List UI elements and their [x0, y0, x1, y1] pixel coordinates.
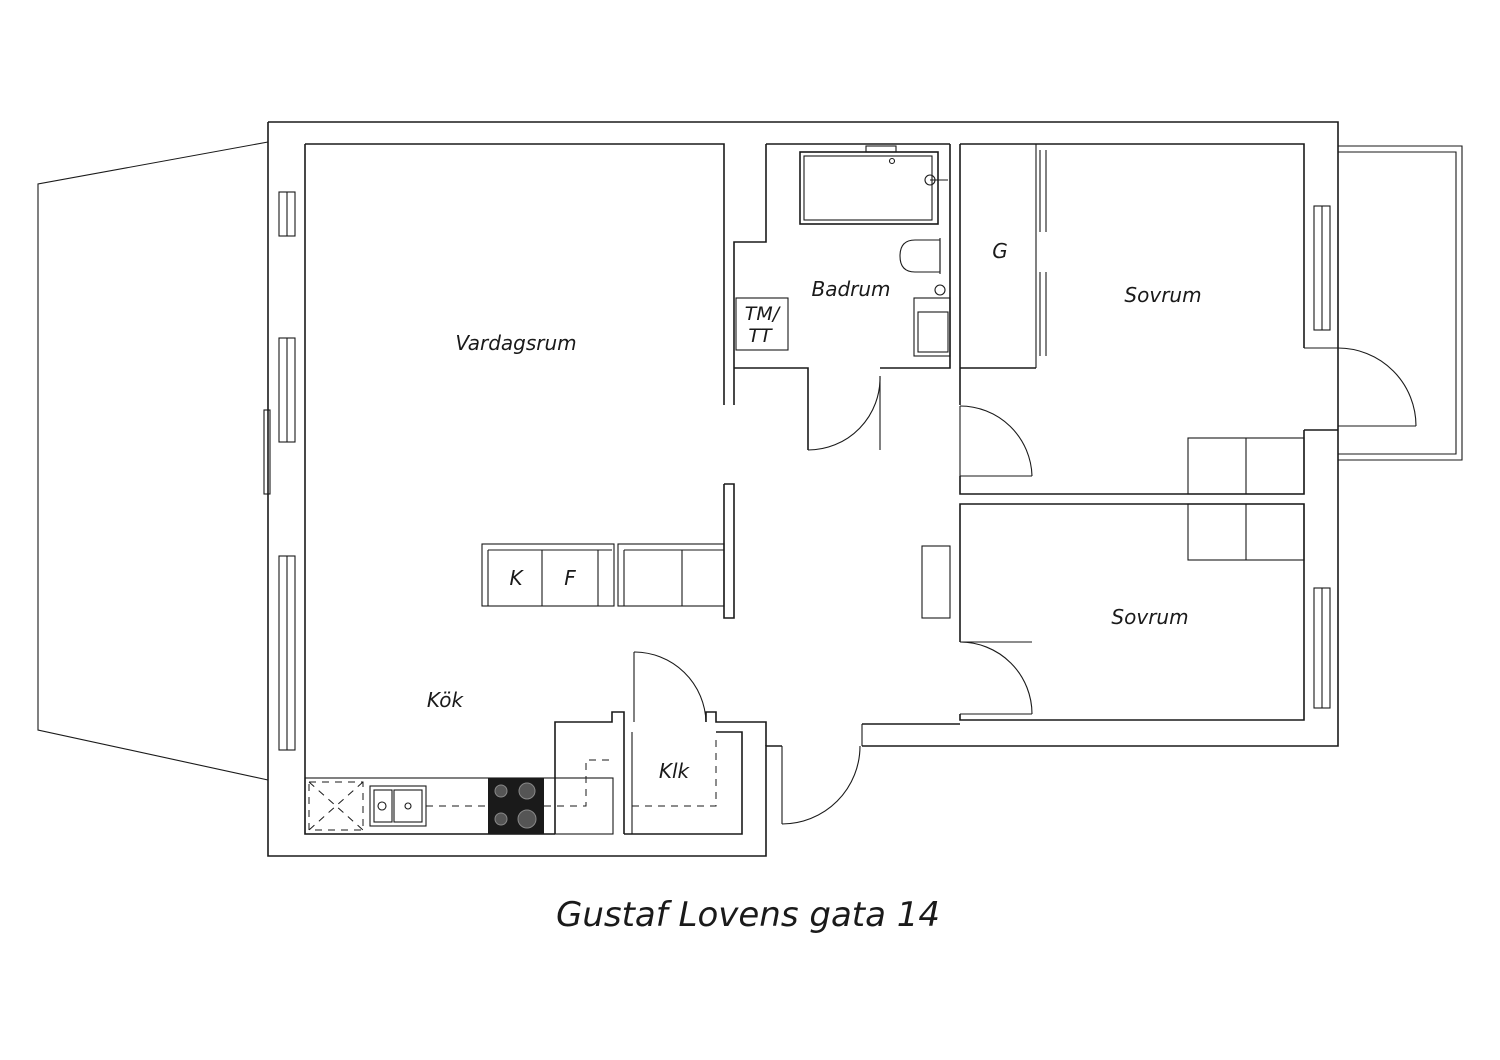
label-fridge: K	[509, 566, 524, 590]
bedroom2-door	[959, 641, 1033, 715]
room-label-bedroom2: Sovrum	[1111, 605, 1188, 629]
label-laundry-line1: TM/	[745, 303, 782, 325]
room-label-bedroom1: Sovrum	[1124, 283, 1201, 307]
room-label-wardrobe: G	[992, 239, 1008, 263]
balcony-door	[1304, 347, 1417, 427]
label-laundry-line2: TT	[748, 325, 773, 347]
bedroom1-door	[959, 405, 1033, 477]
exterior-walls	[267, 121, 1339, 857]
bedroom2-walls	[921, 503, 1305, 721]
bedroom1-walls	[959, 143, 1338, 495]
balcony-left	[37, 141, 269, 781]
room-label-bath: Badrum	[811, 277, 890, 301]
label-freezer: F	[564, 566, 576, 590]
bathroom-walls	[733, 143, 951, 450]
stove	[488, 778, 544, 834]
entrance-door	[781, 723, 960, 825]
windows-left	[263, 191, 296, 751]
room-label-kitchen: Kök	[427, 688, 465, 712]
closet	[624, 651, 767, 835]
address-caption: Gustaf Lovens gata 14	[556, 895, 940, 935]
windows-right	[1313, 205, 1331, 709]
balcony-right	[1338, 145, 1463, 461]
room-label-living: Vardagsrum	[455, 331, 576, 355]
bathroom-door	[807, 375, 881, 451]
kitchen-partition	[481, 483, 735, 619]
room-label-closet: Klk	[659, 759, 691, 783]
kitchen-counter	[304, 711, 625, 835]
